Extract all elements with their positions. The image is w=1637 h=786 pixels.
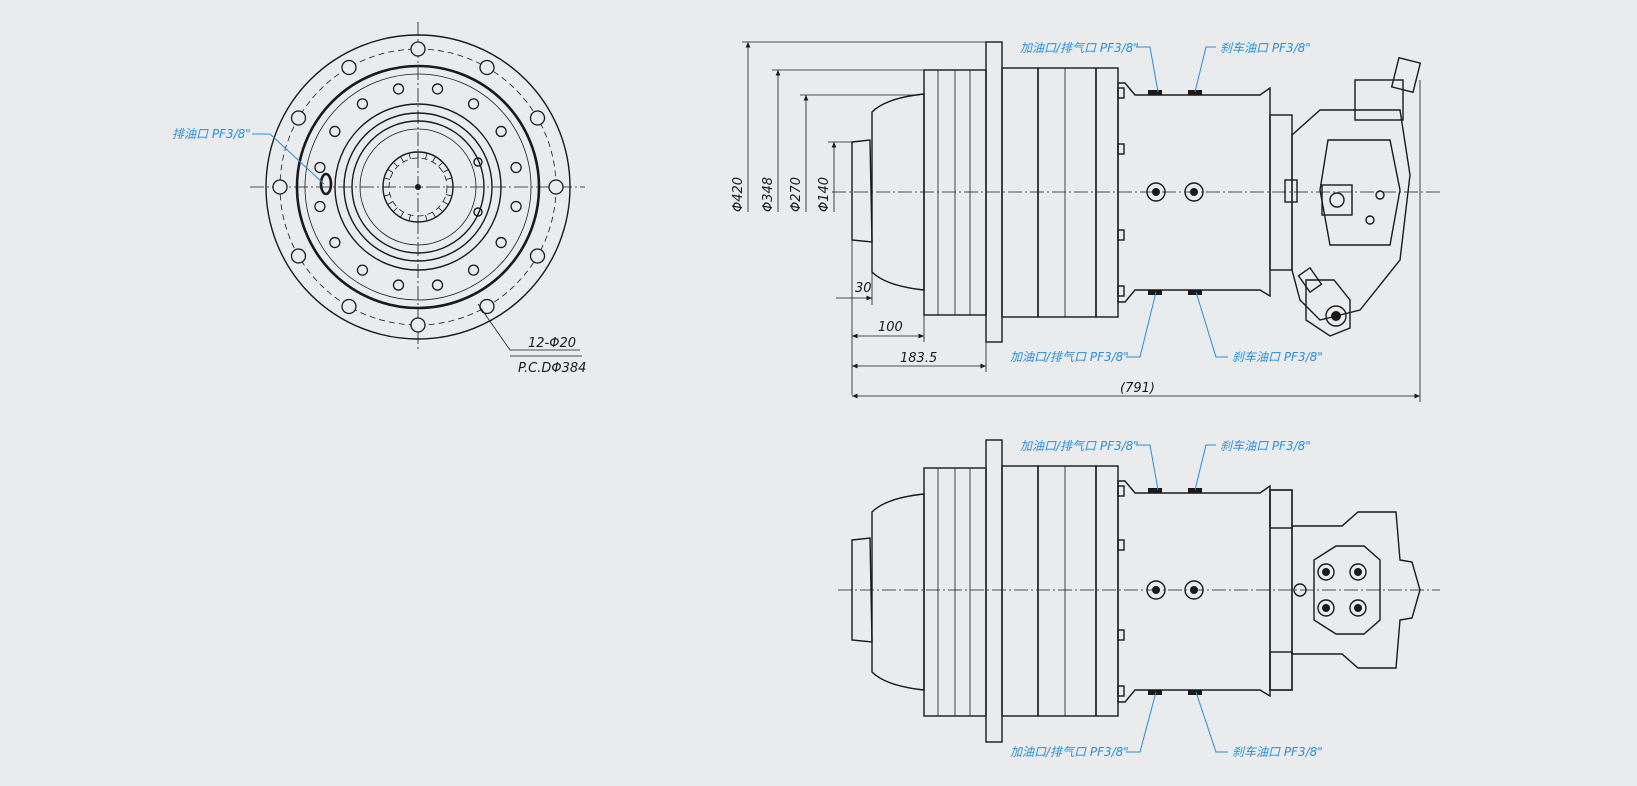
bolt-leader xyxy=(477,303,580,351)
housing-bolt xyxy=(495,236,507,249)
rear-collar xyxy=(1095,465,1119,717)
housing-bolt xyxy=(356,98,369,110)
housing-bolt xyxy=(510,161,522,174)
motor-lower-block xyxy=(1305,279,1351,337)
side-view: Φ420 Φ348 Φ270 Φ140 30 100 183.5 (791 xyxy=(731,41,1440,402)
bolt-spec-label: 12-Φ20 xyxy=(528,336,576,351)
brake-port-top-label: 刹车油口 PF3/8" xyxy=(1220,439,1311,453)
flange-collar xyxy=(1001,67,1039,318)
dim-30: 30 xyxy=(855,281,872,296)
mount-hole xyxy=(529,248,546,264)
mount-hole xyxy=(290,110,307,126)
hub-outer xyxy=(334,103,502,271)
fill-port-top-label: 加油口/排气口 PF3/8" xyxy=(1020,439,1139,453)
hub-inner xyxy=(351,120,485,254)
inner-bolts xyxy=(314,83,522,291)
brake-port-top-label: 刹车油口 PF3/8" xyxy=(1220,41,1311,55)
brake-housing xyxy=(1117,480,1271,703)
hydraulic-motor xyxy=(1291,511,1421,669)
housing-bolt xyxy=(495,125,507,138)
length-dimensions: 30 100 183.5 (791) xyxy=(836,80,1421,402)
spline-teeth xyxy=(383,152,453,222)
housing-bolt xyxy=(431,279,444,291)
rear-collar xyxy=(1095,67,1119,318)
fill-port-bottom-label: 加油口/排气口 PF3/8" xyxy=(1010,745,1129,759)
dim-791: (791) xyxy=(1120,381,1155,396)
valve-top xyxy=(1354,79,1404,121)
housing-rim xyxy=(295,64,541,310)
flange-collar xyxy=(1001,465,1039,717)
housing-bolt xyxy=(467,98,480,110)
housing-bolt xyxy=(392,83,405,95)
mount-hole xyxy=(272,179,288,195)
dim-420: Φ420 xyxy=(731,177,746,212)
mount-hole xyxy=(479,298,495,315)
motor-valve-block xyxy=(1319,139,1401,246)
port-plug xyxy=(1184,182,1204,202)
outer-flange xyxy=(265,34,571,340)
fill-port-top-label: 加油口/排气口 PF3/8" xyxy=(1020,41,1139,55)
housing-bolt xyxy=(329,125,341,138)
brake-port-bottom-label: 刹车油口 PF3/8" xyxy=(1232,745,1323,759)
pcd-label: P.C.DΦ384 xyxy=(518,361,586,376)
motor-adapter xyxy=(1269,114,1293,271)
mount-hole xyxy=(341,59,357,76)
center-point xyxy=(415,184,421,190)
hub-bore xyxy=(359,128,477,246)
brake-port-bottom-label: 刹车油口 PF3/8" xyxy=(1232,350,1323,364)
diameter-dimensions: Φ420 Φ348 Φ270 Φ140 xyxy=(731,41,986,212)
mount-holes xyxy=(272,41,564,333)
inner-ring xyxy=(304,73,532,301)
output-shaft xyxy=(851,139,873,243)
dim-270: Φ270 xyxy=(789,177,804,212)
dim-183-5: 183.5 xyxy=(900,351,937,366)
brake-housing xyxy=(1117,82,1271,303)
dim-348: Φ348 xyxy=(761,177,776,212)
dim-100: 100 xyxy=(878,320,903,335)
drain-plug xyxy=(319,172,333,196)
hub-pin xyxy=(473,157,483,167)
mid-housing xyxy=(1037,465,1097,717)
fill-port-bottom-label: 加油口/排气口 PF3/8" xyxy=(1010,350,1129,364)
motor-valve-block xyxy=(1313,545,1381,635)
port-plug xyxy=(1146,182,1166,202)
mount-flange xyxy=(985,439,1003,743)
mount-hole xyxy=(410,41,426,57)
mount-hole xyxy=(529,110,546,126)
nose-cone xyxy=(871,493,925,691)
dim-140: Φ140 xyxy=(817,177,832,212)
housing-bolt xyxy=(314,161,326,174)
housing-bolt xyxy=(510,200,522,213)
port-plug xyxy=(1184,580,1204,600)
hydraulic-motor xyxy=(1291,109,1411,321)
housing-bolt xyxy=(314,200,326,213)
drain-port-label: 排油口 PF3/8" xyxy=(172,127,251,141)
hub-step xyxy=(343,112,493,262)
housing-bolt xyxy=(392,279,405,291)
port-plug xyxy=(1146,580,1166,600)
front-view: 排油口 PF3/8" 12-Φ20 P.C.DΦ384 xyxy=(172,22,586,376)
housing-bolt xyxy=(329,236,341,249)
mount-hole xyxy=(290,248,307,264)
mount-hole xyxy=(479,59,495,76)
mid-housing xyxy=(1037,67,1097,318)
top-view: 加油口/排气口 PF3/8" 刹车油口 PF3/8" 加油口/排气口 PF3/8… xyxy=(838,439,1440,759)
housing-bolt xyxy=(431,83,444,95)
mount-hole xyxy=(410,317,426,333)
housing-bolt xyxy=(356,264,369,276)
housing-bolt xyxy=(467,264,480,276)
mount-hole xyxy=(341,298,357,315)
hub-pin xyxy=(473,207,483,217)
mount-hole xyxy=(548,179,564,195)
solenoid xyxy=(1390,56,1422,94)
drain-leader xyxy=(252,133,325,185)
